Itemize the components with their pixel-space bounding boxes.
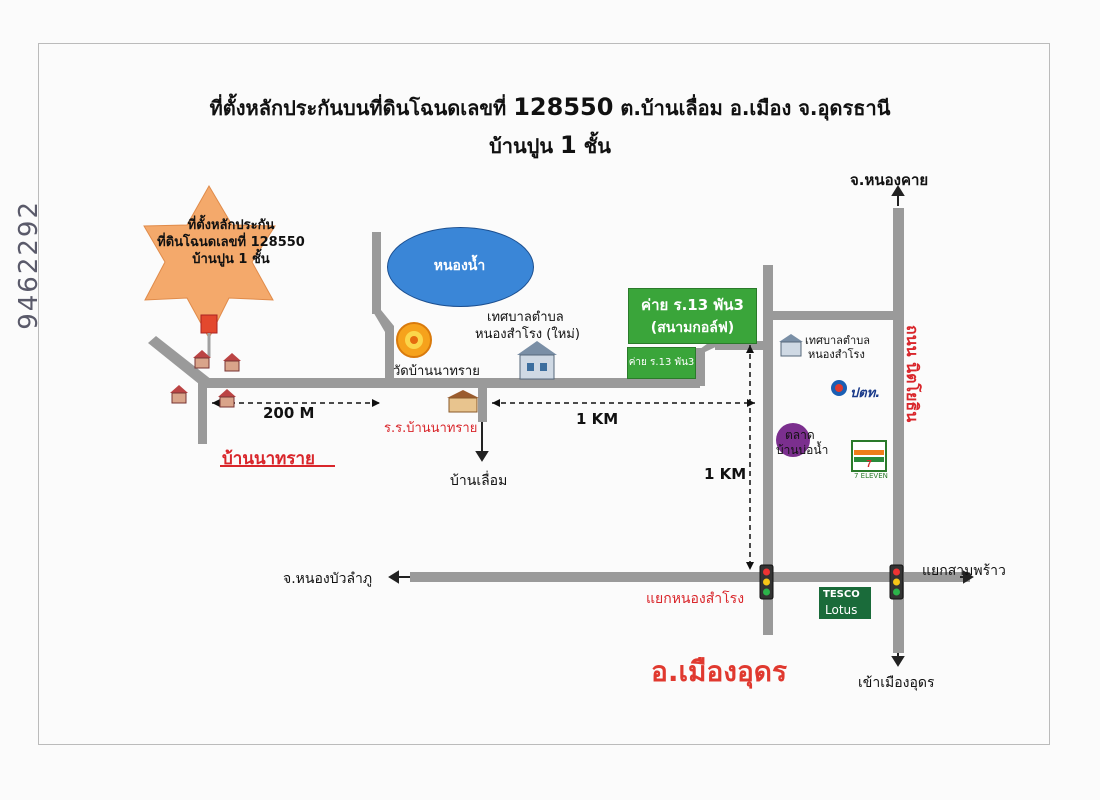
junction-sampraow-label: แยกสามพร้าว bbox=[922, 563, 1006, 579]
road-temple-down bbox=[385, 326, 394, 382]
to-city-label: เข้าเมืองอุดร bbox=[858, 675, 935, 691]
municipality-icon bbox=[779, 334, 803, 357]
road-village-vertical bbox=[198, 382, 207, 444]
lake-shape bbox=[387, 227, 534, 307]
camp-golf-label-2: (สนามกอล์ฟ) bbox=[650, 320, 735, 336]
building-icon bbox=[517, 341, 557, 380]
ban-lueam-label: บ้านเลื่อม bbox=[450, 473, 508, 489]
tesco-lotus-logo bbox=[819, 587, 871, 619]
road-connector-horizontal bbox=[715, 341, 770, 350]
arrow-down-city-icon bbox=[891, 656, 905, 667]
house-icon bbox=[193, 350, 211, 369]
road-nittayo bbox=[893, 208, 904, 653]
arrow-down-icon bbox=[475, 451, 489, 462]
road-network bbox=[148, 208, 970, 653]
road-bottom-horizontal bbox=[410, 572, 970, 582]
seven-eleven-label: 7 ELEVEN bbox=[854, 472, 888, 480]
location-pin-marker bbox=[200, 314, 218, 334]
house-icon bbox=[223, 353, 241, 372]
marker-line1: ที่ตั้งหลักประกัน bbox=[187, 218, 275, 233]
nong-khai-label: จ.หนองคาย bbox=[850, 171, 929, 189]
tesco-label: TESCO bbox=[823, 589, 860, 600]
lotus-label: Lotus bbox=[825, 603, 858, 617]
market-circle bbox=[776, 423, 810, 457]
municipality-label-1: เทศบาลตำบล bbox=[805, 334, 870, 347]
temple-icon bbox=[396, 322, 432, 358]
house-icon bbox=[218, 389, 236, 408]
road-vertical-left bbox=[763, 265, 773, 635]
camp-golf-label-1: ค่าย ร.13 พัน3 bbox=[641, 296, 744, 314]
ptt-label: ปตท. bbox=[850, 386, 881, 401]
school-label: ร.ร.บ้านนาทราย bbox=[384, 421, 478, 436]
marker-line3: บ้านปูน 1 ชั้น bbox=[192, 252, 270, 267]
market-label-1: ตลาด bbox=[785, 428, 815, 442]
title2-number: 1 bbox=[560, 131, 577, 159]
title-prefix: ที่ตั้งหลักประกันบนที่ดินโฉนดเลขที่ bbox=[209, 96, 507, 120]
village-underline bbox=[220, 465, 335, 467]
house-icons bbox=[170, 350, 241, 408]
road-connector-vertical bbox=[696, 348, 705, 386]
market-label-2: บ้านบ่อน้ำ bbox=[776, 443, 829, 457]
arrow-up-icon bbox=[891, 185, 905, 196]
map-border bbox=[38, 43, 1050, 745]
ptt-logo bbox=[831, 380, 847, 396]
distance-1km-vertical: 1 KM bbox=[704, 465, 747, 483]
municipality-new-label-2: หนองสำโรง (ใหม่) bbox=[475, 327, 580, 342]
arrows bbox=[388, 185, 974, 667]
dimension-lines bbox=[212, 345, 755, 570]
traffic-light-icon bbox=[889, 564, 904, 600]
lake-label: หนองน้ำ bbox=[433, 258, 486, 274]
map-title-line2: บ้านปูน 1 ชั้น bbox=[0, 130, 1100, 162]
camp-small-label: ค่าย ร.13 พัน3 bbox=[628, 357, 695, 368]
road-main-horizontal bbox=[200, 378, 700, 388]
dimension-arrowheads bbox=[212, 345, 755, 570]
title2-suffix: ชั้น bbox=[583, 134, 611, 158]
school-icon bbox=[447, 390, 479, 413]
municipality-new-label-1: เทศบาลตำบล bbox=[487, 310, 564, 325]
traffic-light-icon bbox=[759, 564, 774, 600]
municipality-label-2: หนองสำโรง bbox=[808, 348, 865, 361]
road-top-connector bbox=[768, 311, 898, 320]
title-suffix: ต.บ้านเลื่อม อ.เมือง จ.อุดรธานี bbox=[620, 96, 891, 120]
location-marker-text: ที่ตั้งหลักประกัน ที่ดินโฉนดเลขที่ 12855… bbox=[146, 217, 316, 268]
junction-nongsamrong-label: แยกหนองสำโรง bbox=[646, 591, 745, 607]
camp-golf-block: ค่าย ร.13 พัน3 (สนามกอล์ฟ) bbox=[628, 288, 757, 344]
nong-bua-label: จ.หนองบัวลำภู bbox=[283, 571, 373, 587]
arrow-right-icon bbox=[963, 570, 974, 584]
marker-line2: ที่ดินโฉนดเลขที่ 128550 bbox=[157, 235, 305, 250]
temple-label: วัดบ้านนาทราย bbox=[393, 364, 480, 379]
road-diagonal-left bbox=[148, 336, 212, 388]
nittayo-road-label: ถนน นิตโยธิน bbox=[903, 325, 922, 423]
road-ban-lueam bbox=[478, 382, 487, 422]
svg-text:7: 7 bbox=[866, 459, 872, 470]
camp-small-block: ค่าย ร.13 พัน3 bbox=[627, 347, 696, 379]
house-icon bbox=[170, 385, 188, 404]
distance-1km-horizontal: 1 KM bbox=[576, 410, 619, 428]
title-deed-number: 128550 bbox=[513, 93, 614, 121]
seven-eleven-logo: 7 bbox=[851, 440, 887, 472]
title2-prefix: บ้านปูน bbox=[489, 134, 554, 158]
village-label: บ้านนาทราย bbox=[222, 449, 315, 469]
map-title-line1: ที่ตั้งหลักประกันบนที่ดินโฉนดเลขที่ 1285… bbox=[0, 92, 1100, 124]
arrow-left-icon bbox=[388, 570, 399, 584]
distance-200m: 200 M bbox=[263, 404, 315, 422]
road-temple-vertical bbox=[372, 232, 381, 314]
city-label: อ.เมืองอุดร bbox=[651, 655, 788, 688]
